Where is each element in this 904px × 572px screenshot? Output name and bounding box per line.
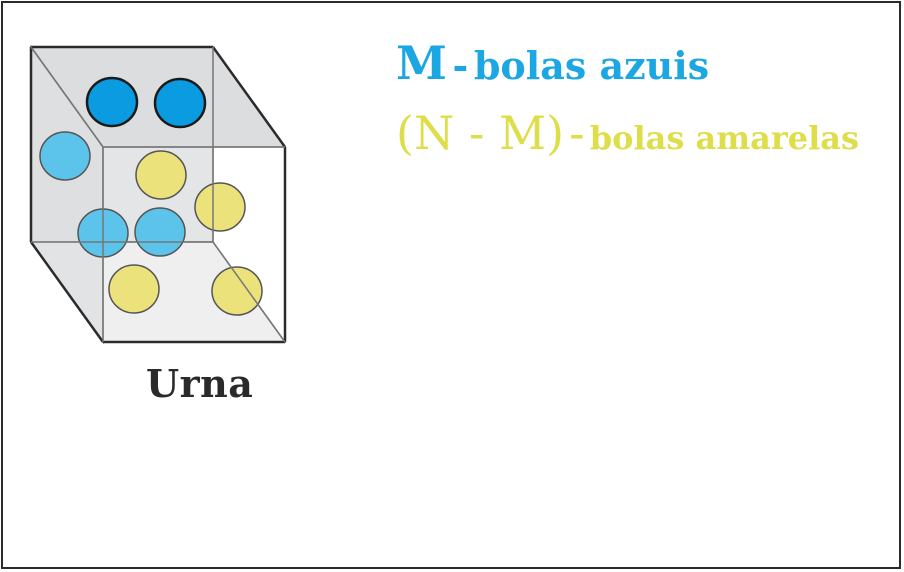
blue-ball (134, 207, 186, 257)
blue-ball (153, 77, 207, 129)
urn-edge (212, 241, 286, 343)
urn-edge (211, 46, 287, 148)
yellow-ball (135, 150, 187, 200)
legend-yellow-dash: - (569, 106, 585, 160)
legend-blue: M - bolas azuis (396, 36, 709, 90)
yellow-ball (194, 182, 246, 232)
urn-edge (30, 46, 104, 148)
legend-blue-dash: - (452, 43, 469, 88)
yellow-ball (108, 264, 160, 314)
legend-blue-symbol: M (396, 36, 447, 90)
urn-label: Urna (146, 361, 254, 406)
legend-yellow: (N - M) - bolas amarelas (396, 106, 859, 160)
yellow-ball (211, 266, 263, 316)
urn-edge (29, 241, 105, 343)
blue-ball (39, 131, 91, 181)
legend-yellow-symbol: (N - M) (396, 106, 565, 160)
legend-yellow-text: bolas amarelas (589, 119, 859, 157)
blue-ball (85, 76, 139, 128)
legend-blue-text: bolas azuis (473, 43, 710, 88)
